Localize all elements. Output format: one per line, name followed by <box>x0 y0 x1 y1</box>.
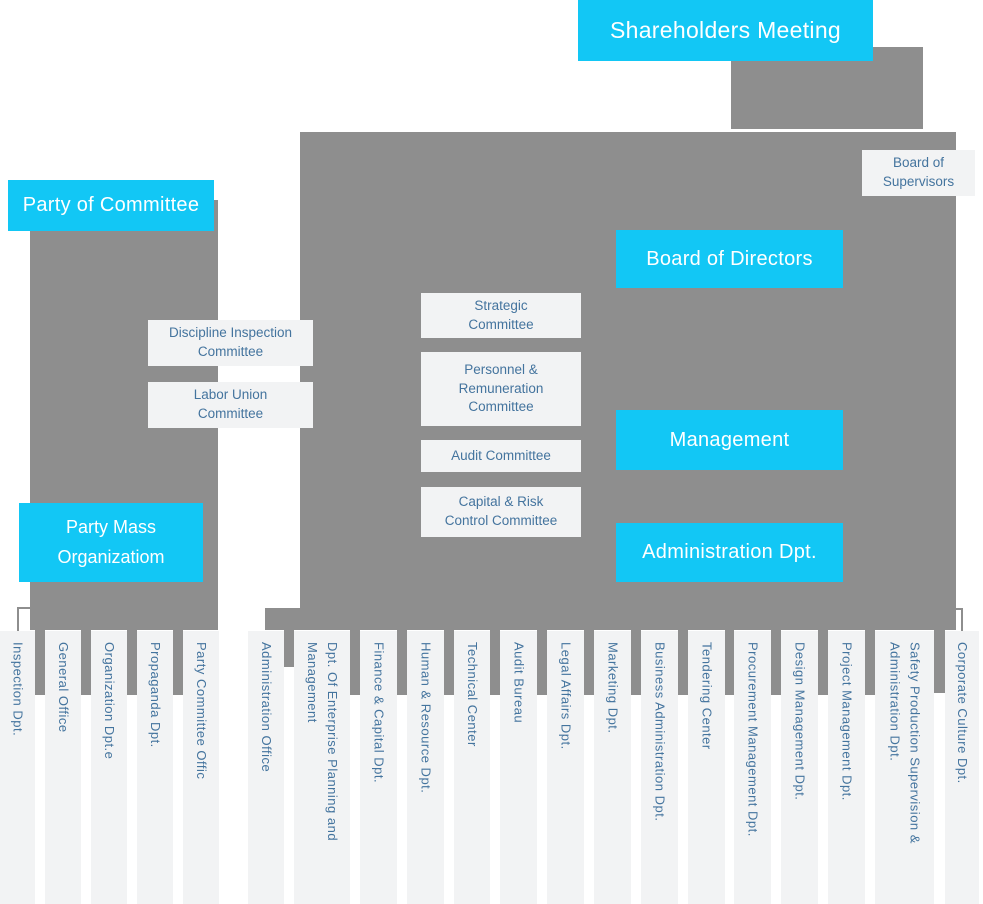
connector-stub <box>127 630 137 695</box>
dept-label: Audit Bureau <box>511 642 527 724</box>
connector-stub <box>173 630 183 695</box>
dept-label: Inspection Dpt. <box>10 642 26 737</box>
dept-inspection: Inspection Dpt. <box>0 631 35 904</box>
dept-label: Administration Office <box>259 642 274 773</box>
connector-elbow-right-h <box>955 608 963 610</box>
node-discipline-inspection-committee: Discipline Inspection Committee <box>148 320 313 366</box>
dept-audit-bureau: Audit Bureau <box>500 631 537 904</box>
connector-stub <box>350 630 360 695</box>
node-administration-dpt: Administration Dpt. <box>616 523 843 582</box>
connector-stub <box>537 630 547 695</box>
dept-corporate-culture: Corporate Culture Dpt. <box>945 631 979 904</box>
connector-stub <box>818 630 828 695</box>
dept-label: Business Administration Dpt. <box>652 642 668 822</box>
node-board-of-supervisors: Board of Supervisors <box>862 150 975 196</box>
dept-tendering-center: Tendering Center <box>688 631 725 904</box>
dept-project-management: Project Management Dpt. <box>828 631 865 904</box>
node-party-of-committee: Party of Committee <box>8 180 214 231</box>
dept-party-committee-office: Party Committee Offic <box>183 631 219 904</box>
dept-design-management: Design Management Dpt. <box>781 631 818 904</box>
connector-elbow-right-v <box>961 608 963 632</box>
node-management: Management <box>616 410 843 470</box>
dept-legal-affairs: Legal Affairs Dpt. <box>547 631 584 904</box>
node-capital-risk-control-committee: Capital & Risk Control Committee <box>421 487 581 537</box>
connector-stub <box>35 630 45 695</box>
dept-safety-production: Safety Production Supervision & Administ… <box>875 631 934 904</box>
connector-stub <box>725 630 734 695</box>
dept-procurement: Procurement Management Dpt. <box>734 631 771 904</box>
node-board-of-directors: Board of Directors <box>616 230 843 288</box>
dept-label: Technical Center <box>465 642 480 747</box>
connector-elbow-left-h <box>17 607 31 609</box>
dept-label: Project Management Dpt. <box>839 642 855 801</box>
node-strategic-committee: Strategic Committee <box>421 293 581 338</box>
dept-label: Propaganda Dpt. <box>148 642 163 748</box>
dept-finance-capital: Finance & Capital Dpt. <box>360 631 397 904</box>
dept-label: Legal Affairs Dpt. <box>558 642 574 750</box>
dept-label: Corporate Culture Dpt. <box>955 642 970 784</box>
dept-propaganda: Propaganda Dpt. <box>137 631 173 904</box>
connector-stub <box>865 630 875 695</box>
dept-general-office: General Office <box>45 631 81 904</box>
connector-stub <box>678 630 688 695</box>
connector-elbow-left-v <box>17 607 19 632</box>
node-personnel-remuneration-committee: Personnel & Remuneration Committee <box>421 352 581 426</box>
connector-stub <box>444 630 454 695</box>
dept-label: Dpt. Of Enterprise Planning and Manageme… <box>305 642 340 842</box>
dept-label: Safety Production Supervision & Administ… <box>887 642 923 844</box>
dept-label: Marketing Dpt. <box>605 642 621 734</box>
connector-stub <box>490 630 500 695</box>
connector-stub <box>81 630 91 695</box>
dept-label: General Office <box>56 642 71 733</box>
dept-organization: Organization Dpt.e <box>91 631 127 904</box>
dept-technical-center: Technical Center <box>454 631 490 904</box>
dept-label: Design Management Dpt. <box>792 642 808 801</box>
connector-stub <box>631 630 641 695</box>
dept-label: Tendering Center <box>699 642 715 750</box>
dept-label: Finance & Capital Dpt. <box>371 642 387 784</box>
dept-label: Human & Resource Dpt. <box>418 642 434 794</box>
node-party-mass-organization: Party Mass Organizatiom <box>19 503 203 582</box>
dept-marketing: Marketing Dpt. <box>594 631 631 904</box>
node-shareholders-meeting: Shareholders Meeting <box>578 0 873 61</box>
connector-stub <box>284 630 294 667</box>
dept-administration-office: Administration Office <box>248 631 284 904</box>
node-audit-committee: Audit Committee <box>421 440 581 472</box>
dept-label: Organization Dpt.e <box>102 642 117 760</box>
connector-stub <box>934 630 945 693</box>
dept-business-administration: Business Administration Dpt. <box>641 631 678 904</box>
dept-label: Procurement Management Dpt. <box>745 642 761 837</box>
dept-label: Party Committee Offic <box>194 642 209 780</box>
connector-strip-bottom <box>265 608 956 630</box>
dept-human-resource: Human & Resource Dpt. <box>407 631 444 904</box>
node-labor-union-committee: Labor Union Committee <box>148 382 313 428</box>
connector-stub <box>397 630 407 695</box>
dept-enterprise-planning: Dpt. Of Enterprise Planning and Manageme… <box>294 631 350 904</box>
connector-stub <box>584 630 594 695</box>
connector-stub <box>771 630 781 695</box>
